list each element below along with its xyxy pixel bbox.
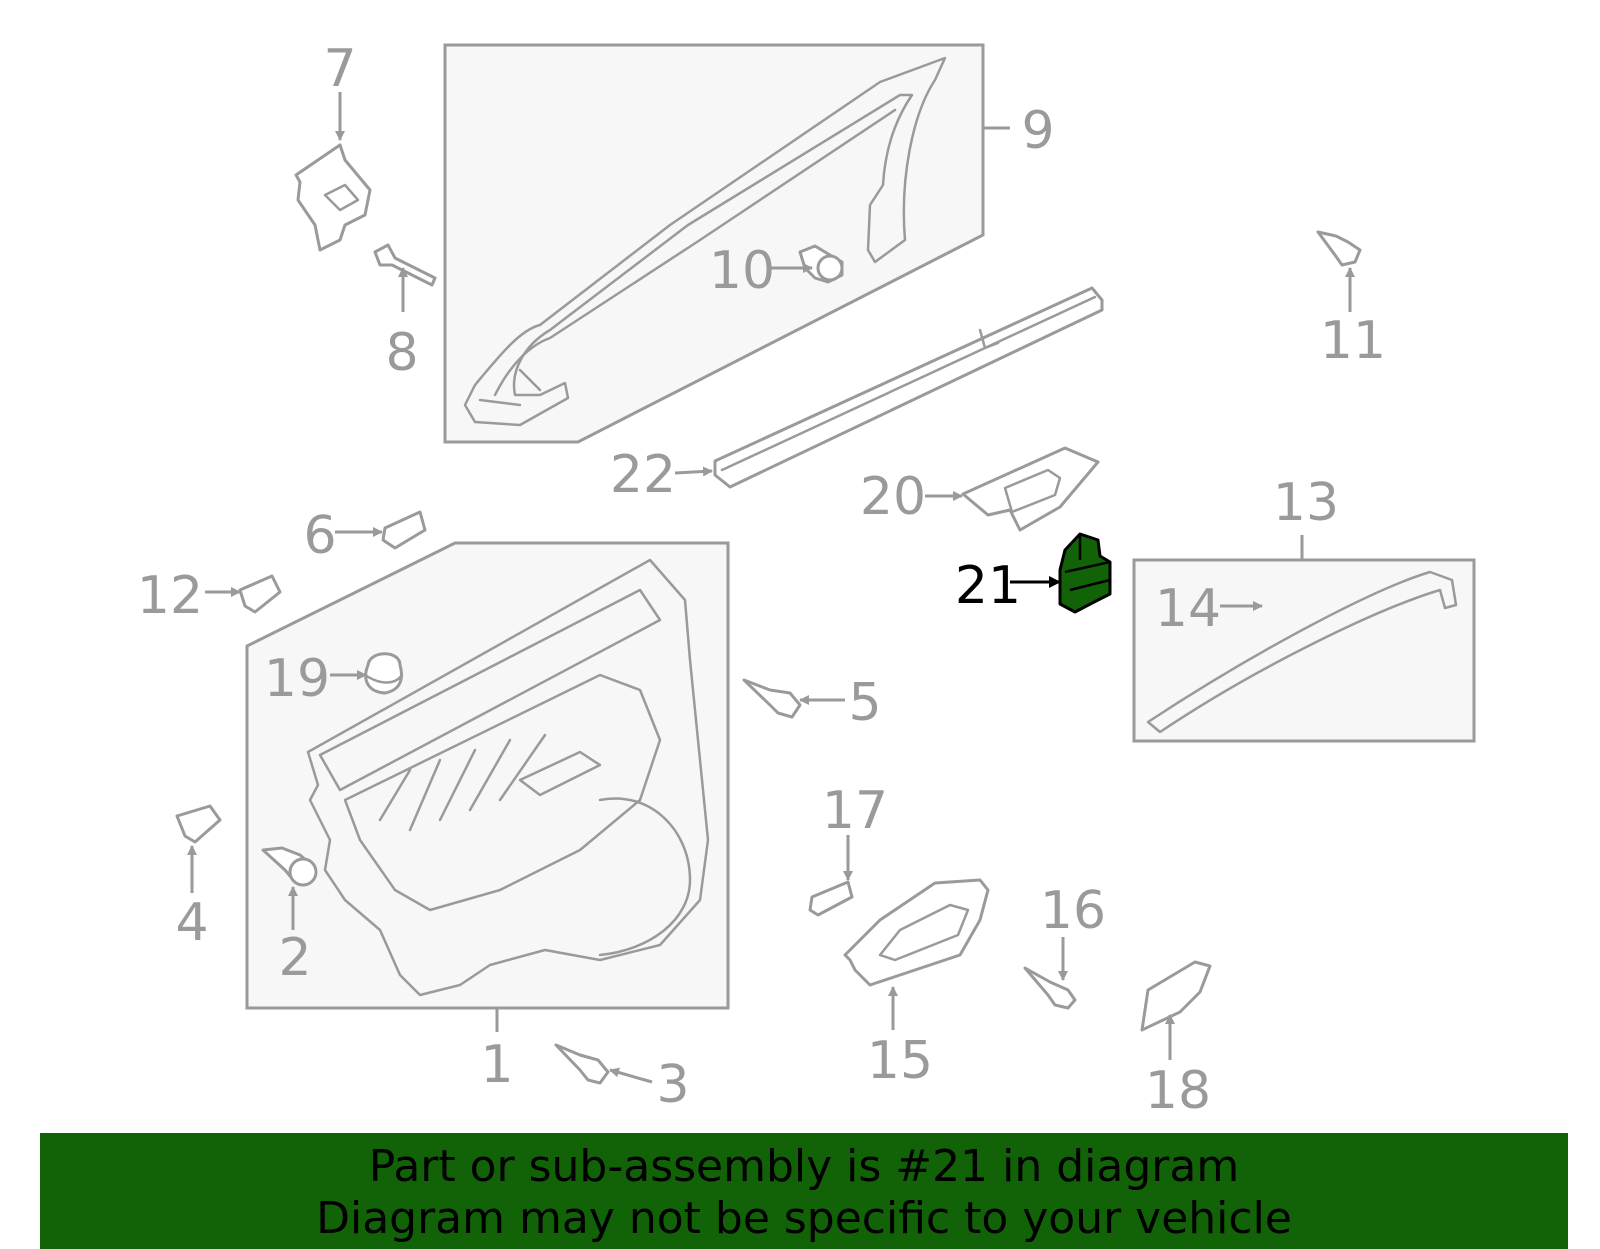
part-13-moulding-strip <box>1146 570 1458 734</box>
callout-15: 15 <box>867 1031 933 1091</box>
callout-5: 5 <box>848 673 881 733</box>
part-21-window-switch[interactable] <box>1058 532 1112 614</box>
callout-16: 16 <box>1040 881 1106 941</box>
leader-lines <box>187 92 1355 1084</box>
part-9-frame-outer <box>463 56 947 427</box>
part-1-door-trim-group <box>245 541 730 1010</box>
part-20-bezel-opening <box>1003 468 1062 514</box>
part-4-retainer <box>175 804 222 844</box>
callout-3: 3 <box>656 1055 689 1115</box>
callout-19: 19 <box>264 649 330 709</box>
part-15-handle <box>843 878 990 987</box>
callout-14: 14 <box>1155 579 1221 639</box>
callout-2: 2 <box>278 928 311 988</box>
part-19-grommet-ring <box>363 673 404 684</box>
part-1-panel <box>245 541 730 1010</box>
callout-10: 10 <box>709 241 775 301</box>
part-12-retainer <box>238 574 282 614</box>
part-10-clip-head <box>816 254 844 282</box>
part-13-belt-moulding-group <box>1132 558 1476 743</box>
part-1-trim-outline <box>306 558 710 997</box>
callout-17: 17 <box>822 781 888 841</box>
part-5-screw <box>742 678 802 719</box>
callout-21: 21 <box>955 556 1021 616</box>
callout-6: 6 <box>303 506 336 566</box>
part-9-frame-lower <box>478 368 542 407</box>
callout-18: 18 <box>1145 1061 1211 1121</box>
part-7-bracket-detail <box>323 183 360 212</box>
callout-1: 1 <box>480 1035 513 1095</box>
banner-line-1: Part or sub-assembly is #21 in diagram <box>368 1141 1240 1192</box>
part-9-window-frame-group <box>443 43 985 444</box>
part-19-grommet <box>364 652 403 695</box>
part-1-trim-pocket <box>598 797 692 957</box>
part-18-trim-piece <box>1140 960 1212 1032</box>
callout-11: 11 <box>1320 311 1386 371</box>
callout-8: 8 <box>385 323 418 383</box>
banner-line-2: Diagram may not be specific to your vehi… <box>316 1193 1292 1244</box>
part-9-panel <box>443 43 985 444</box>
callout-22: 22 <box>610 445 676 505</box>
callout-12: 12 <box>137 566 203 626</box>
part-2-screw-head <box>288 857 318 887</box>
info-banner: Part or sub-assembly is #21 in diagram D… <box>40 1133 1568 1249</box>
part-17-clip <box>808 880 854 917</box>
part-11-screw <box>1316 230 1362 267</box>
callout-13: 13 <box>1273 473 1339 533</box>
part-3-screw <box>554 1043 610 1085</box>
part-16-bolt <box>1023 966 1077 1010</box>
part-1-trim-ribs <box>378 733 547 832</box>
part-9-frame-inner <box>493 108 897 397</box>
part-15-handle-opening <box>878 903 970 962</box>
part-1-trim-handle <box>518 750 602 797</box>
part-20-switch-bezel <box>961 446 1100 532</box>
callout-4: 4 <box>175 893 208 953</box>
part-22-weatherstrip-edge <box>720 295 1097 472</box>
part-1-trim-armrest <box>343 673 662 912</box>
callout-20: 20 <box>860 467 926 527</box>
callout-7: 7 <box>323 39 356 99</box>
part-6-clip <box>381 510 427 550</box>
callout-9: 9 <box>1021 101 1054 161</box>
part-8-pin <box>373 243 437 287</box>
part-7-bracket <box>294 143 372 252</box>
part-1-trim-upper-rail <box>318 588 662 792</box>
